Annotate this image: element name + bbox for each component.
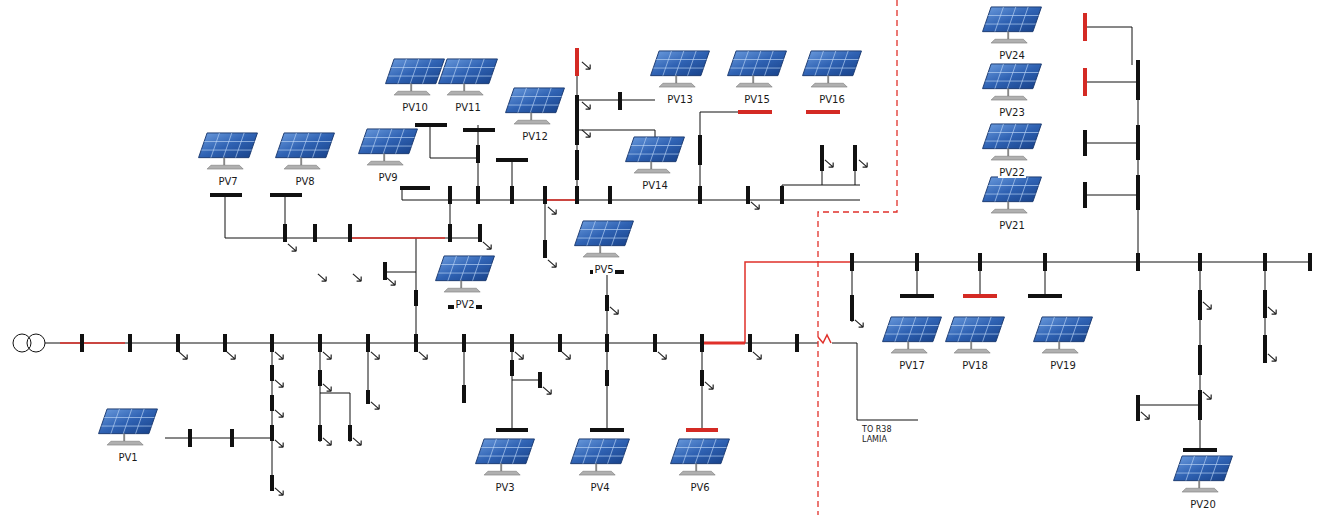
pv-label: PV19 [1049, 360, 1077, 371]
pv-panel: PV20 [1165, 455, 1241, 512]
pv-icon [981, 123, 1043, 161]
pv-icon [384, 58, 446, 96]
red-segments [60, 200, 852, 343]
pv-label: PV10 [401, 102, 429, 113]
pv-icon [981, 176, 1043, 214]
pv-panel: PV12 [497, 87, 573, 144]
pv-label: PV6 [689, 482, 710, 493]
pv-label: PV18 [961, 360, 989, 371]
pv-icon [274, 132, 336, 170]
pv-panel: PV7 [190, 132, 266, 189]
pv-panel: PV5 [566, 220, 642, 277]
pv-label: PV2 [454, 299, 475, 310]
pv-label: PV5 [593, 264, 614, 275]
pv-icon [944, 316, 1006, 354]
pv-panel: PV3 [467, 438, 543, 495]
pv-icon [573, 220, 635, 258]
pv-panel: PV13 [642, 50, 718, 107]
pv-icon [624, 136, 686, 174]
pv-icon [434, 255, 496, 293]
pv-label: PV23 [998, 107, 1026, 118]
pv-panel: PV16 [794, 50, 870, 107]
pv-label: PV9 [377, 172, 398, 183]
feeder-lines [13, 27, 1310, 488]
pv-label: PV22 [998, 167, 1026, 178]
pv-label: PV3 [494, 482, 515, 493]
pv-label: PV12 [521, 131, 549, 142]
pv-panel: PV8 [267, 132, 343, 189]
pv-panel: PV24 [974, 6, 1050, 63]
pv-label: PV20 [1189, 499, 1217, 510]
pv-panel: PV9 [350, 128, 426, 185]
load-arrows [179, 62, 1276, 495]
pv-icon [981, 6, 1043, 44]
pv-label: PV8 [294, 176, 315, 187]
pv-label: PV15 [743, 94, 771, 105]
pv-icon [474, 438, 536, 476]
pv-label: PV1 [117, 452, 138, 463]
pv-icon [197, 132, 259, 170]
red-bus-bars [575, 13, 1087, 432]
pv-icon [1172, 455, 1234, 493]
pv-panel: PV19 [1025, 316, 1101, 373]
pv-panel: PV22 [974, 123, 1050, 180]
pv-icon [881, 316, 943, 354]
pv-panel: PV23 [974, 63, 1050, 120]
pv-panel: PV10 [377, 58, 453, 115]
pv-icon [726, 50, 788, 88]
pv-panel: PV2 [427, 255, 503, 312]
pv-label: PV11 [454, 102, 482, 113]
pv-icon [97, 408, 159, 446]
pv-icon [569, 438, 631, 476]
pv-icon [669, 438, 731, 476]
pv-icon [981, 63, 1043, 101]
pv-label: PV13 [666, 94, 694, 105]
pv-icon [437, 58, 499, 96]
pv-icon [504, 87, 566, 125]
pv-icon [357, 128, 419, 166]
feeder-tie-label: TO R38 LAMIA [862, 425, 902, 445]
pv-panel: PV17 [874, 316, 950, 373]
pv-label: PV16 [818, 94, 846, 105]
bus-bars [80, 60, 1312, 491]
pv-label: PV21 [998, 220, 1026, 231]
pv-panel: PV18 [937, 316, 1013, 373]
pv-label: PV24 [998, 50, 1026, 61]
pv-panel: PV15 [719, 50, 795, 107]
pv-panel: PV14 [617, 136, 693, 193]
pv-label: PV14 [641, 180, 669, 191]
pv-label: PV17 [898, 360, 926, 371]
pv-icon [801, 50, 863, 88]
pv-icon [1032, 316, 1094, 354]
pv-panel: PV1 [90, 408, 166, 465]
pv-icon [649, 50, 711, 88]
pv-label: PV4 [589, 482, 610, 493]
pv-panel: PV4 [562, 438, 638, 495]
pv-panel: PV6 [662, 438, 738, 495]
pv-label: PV7 [217, 176, 238, 187]
pv-panel: PV11 [430, 58, 506, 115]
pv-panel: PV21 [974, 176, 1050, 233]
